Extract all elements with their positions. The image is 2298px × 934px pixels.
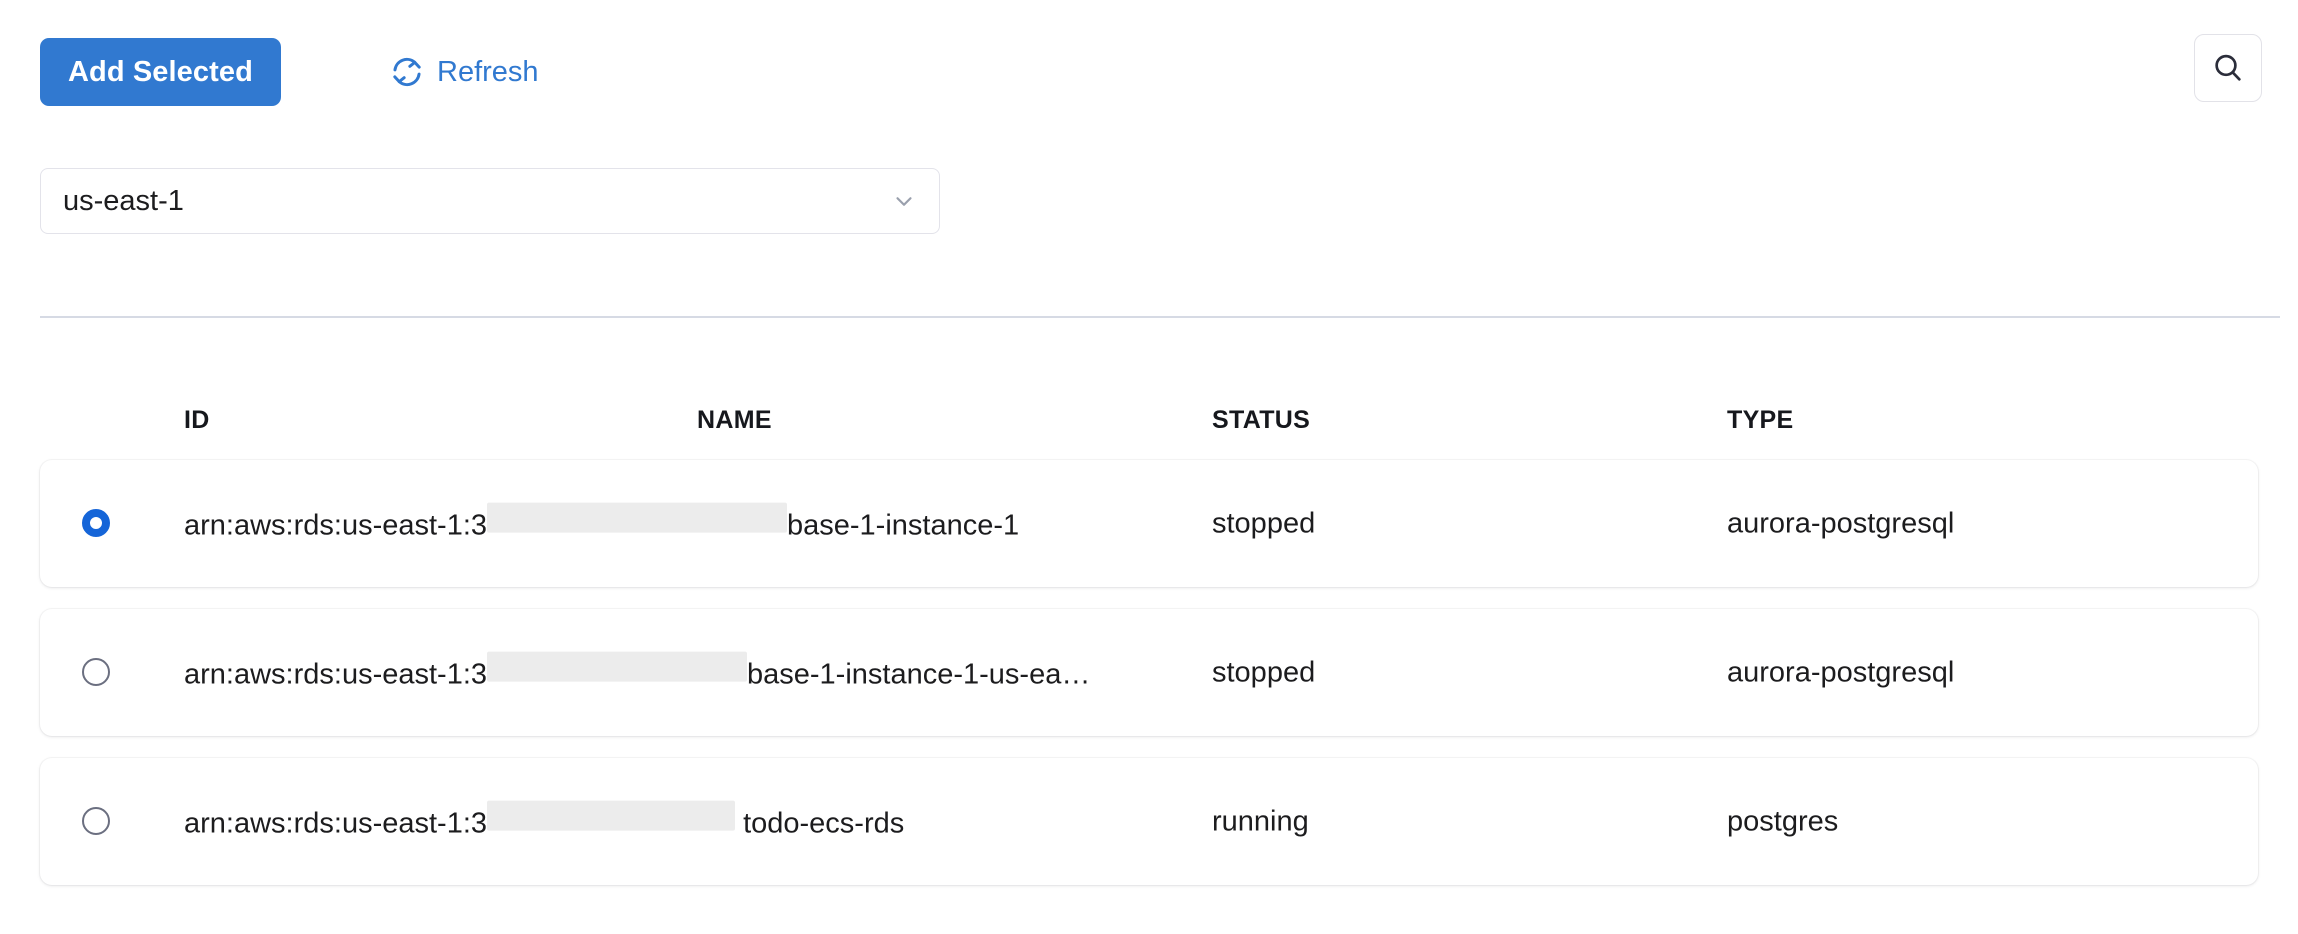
add-selected-button[interactable]: Add Selected [40,38,281,106]
row-radio-cell[interactable] [82,508,112,539]
id-suffix: todo-ecs-rds [735,807,905,840]
add-selected-label: Add Selected [68,55,253,88]
search-button[interactable] [2194,34,2262,102]
table-rows: arn:aws:rds:us-east-1:3 base-1-instance-1… [0,460,2298,885]
redacted-account-id [487,800,736,831]
instances-table: ID NAME STATUS TYPE arn:aws:rds:us-east-… [0,390,2298,907]
cell-type: aurora-postgresql [1727,656,1955,689]
cell-type: aurora-postgresql [1727,507,1955,540]
row-radio-cell[interactable] [82,657,112,688]
region-select[interactable]: us-east-1 [40,168,940,234]
cell-id: arn:aws:rds:us-east-1:3 base-1-instance-1… [184,651,1091,692]
toolbar: Add Selected Refresh [0,0,2298,152]
column-header-status: STATUS [1212,406,1311,434]
region-select-wrapper: us-east-1 [40,168,940,234]
table-row[interactable]: arn:aws:rds:us-east-1:3 base-1-instance-1… [40,609,2258,736]
cell-status: stopped [1212,507,1316,540]
id-suffix: base-1-instance-1-us-ea… [747,658,1091,691]
refresh-icon [390,55,424,89]
id-prefix: arn:aws:rds:us-east-1:3 [184,509,488,542]
chevron-down-icon [891,188,917,214]
id-suffix: base-1-instance-1 [787,509,1020,542]
table-row[interactable]: arn:aws:rds:us-east-1:3 base-1-instance-1… [40,460,2258,587]
cell-id: arn:aws:rds:us-east-1:3 todo-ecs-rds [184,800,905,841]
radio-button-selected[interactable] [82,508,110,537]
cell-status: stopped [1212,656,1316,689]
section-divider [40,316,2280,318]
cell-type: postgres [1727,805,1839,838]
row-radio-cell[interactable] [82,806,112,837]
redacted-account-id [487,502,788,533]
radio-button[interactable] [82,657,110,686]
region-select-value: us-east-1 [63,184,184,217]
cell-id: arn:aws:rds:us-east-1:3 base-1-instance-1 [184,502,1020,543]
radio-button[interactable] [82,806,110,835]
table-header: ID NAME STATUS TYPE [0,390,2298,460]
column-header-type: TYPE [1727,406,1794,434]
table-row[interactable]: arn:aws:rds:us-east-1:3 todo-ecs-rds runn… [40,758,2258,885]
refresh-button[interactable]: Refresh [390,38,539,106]
column-header-name: NAME [697,406,772,434]
cell-status: running [1212,805,1309,838]
id-prefix: arn:aws:rds:us-east-1:3 [184,807,488,840]
id-prefix: arn:aws:rds:us-east-1:3 [184,658,488,691]
search-icon [2211,51,2245,85]
refresh-label: Refresh [437,55,539,88]
redacted-account-id [487,651,748,682]
column-header-id: ID [184,406,210,434]
